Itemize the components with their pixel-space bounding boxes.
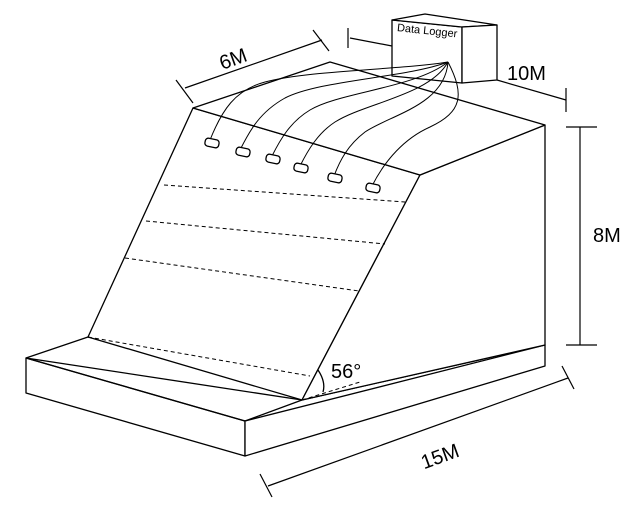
- dim-depth-line-upper: [349, 37, 393, 47]
- label-angle: 56°: [331, 361, 361, 383]
- angle-arc: [317, 369, 325, 393]
- dim-top-width-tick-right: [312, 29, 330, 52]
- sensor-cable-4: [299, 61, 449, 167]
- sensor-cable-3: [271, 61, 449, 157]
- angle-baseline: [301, 381, 361, 401]
- top-face: [192, 61, 546, 176]
- layer-line-1: [163, 184, 406, 203]
- sensor-cable-6: [371, 61, 459, 187]
- sensor-1: [204, 137, 220, 149]
- dim-base-tick-right: [561, 365, 575, 390]
- base-front-edge: [25, 357, 246, 422]
- dim-base-tick-left: [259, 473, 273, 498]
- dim-top-width-tick-left: [175, 79, 194, 104]
- sensor-cable-1: [209, 61, 449, 141]
- sensor-5: [327, 172, 343, 184]
- sensor-6: [365, 182, 381, 194]
- label-base-length: 15M: [418, 440, 462, 474]
- sensor-cable-2: [239, 61, 449, 151]
- layer-line-3: [124, 257, 360, 292]
- layer-line-2: [145, 220, 386, 245]
- sensor-3: [265, 153, 281, 165]
- dim-depth-line-lower: [496, 79, 567, 101]
- dim-base-line: [267, 377, 569, 487]
- label-height: 8M: [593, 225, 621, 247]
- base-right-edge: [244, 399, 303, 422]
- logger-side: [461, 24, 498, 84]
- label-depth: 10M: [507, 63, 546, 85]
- base-right-face: [244, 344, 546, 457]
- label-top-width: 6M: [217, 45, 251, 75]
- dim-top-width-line: [184, 39, 323, 89]
- layer-line-4: [87, 336, 311, 377]
- sensor-4: [293, 162, 309, 174]
- sensor-cable-5: [333, 61, 449, 177]
- sensor-2: [235, 146, 251, 158]
